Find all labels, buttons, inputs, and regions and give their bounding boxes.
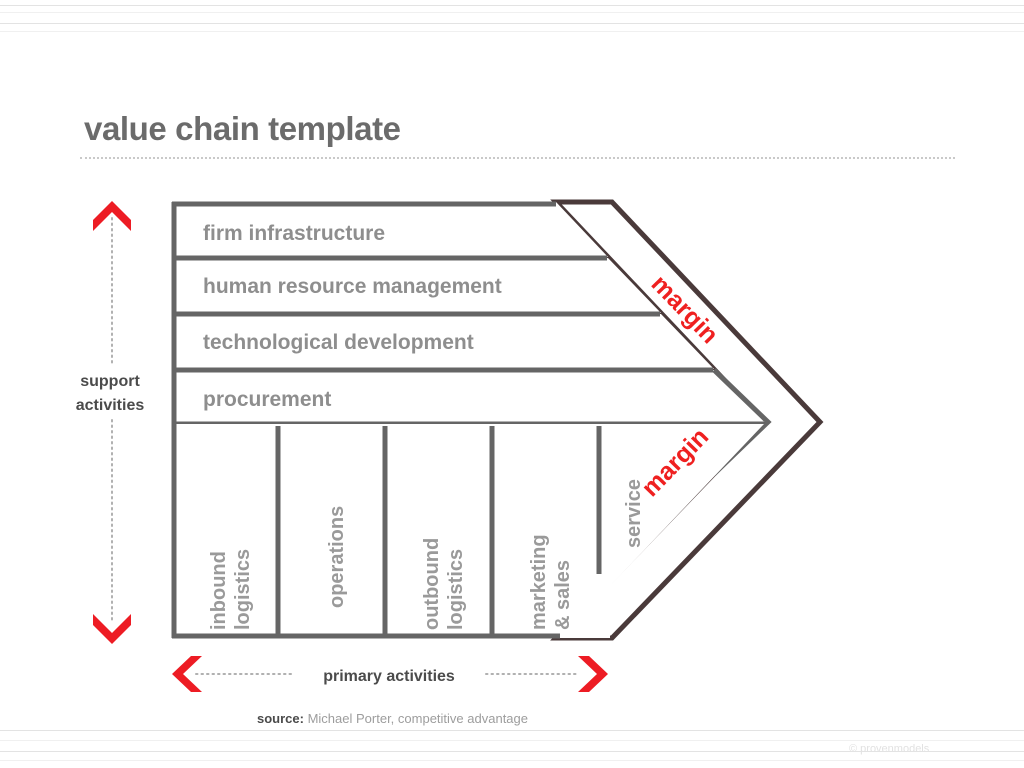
primary-label-0-line2: logistics bbox=[232, 549, 254, 630]
source-credit: source: Michael Porter, competitive adva… bbox=[257, 711, 528, 726]
support-activity-label-1: human resource management bbox=[203, 275, 502, 298]
support-activities-label-line1: support bbox=[80, 373, 140, 390]
bottom-rule-4 bbox=[0, 760, 1024, 761]
support-row-bg-3 bbox=[172, 370, 768, 422]
primary-activities-axis: primary activities bbox=[172, 656, 608, 692]
source-key: source: bbox=[257, 711, 304, 726]
primary-activities-group: inbound logistics operations outbound lo… bbox=[171, 424, 764, 639]
bottom-rule-1 bbox=[0, 730, 1024, 731]
bottom-rule-2 bbox=[0, 740, 1024, 741]
primary-activity-label-3: marketing & sales bbox=[528, 534, 574, 630]
support-activity-label-0: firm infrastructure bbox=[203, 222, 385, 245]
support-row-bg-1 bbox=[172, 258, 661, 313]
copyright-notice: © provenmodels bbox=[849, 743, 930, 755]
primary-label-3-line2: & sales bbox=[552, 560, 574, 630]
primary-activities-label: primary activities bbox=[323, 668, 455, 685]
arrow-down-icon bbox=[93, 614, 131, 644]
primary-label-1-line1: operations bbox=[326, 506, 348, 608]
support-row-bg-2 bbox=[172, 314, 714, 369]
support-activity-label-3: procurement bbox=[203, 388, 331, 411]
top-rule-4 bbox=[0, 31, 1024, 32]
primary-label-4-line1: service bbox=[623, 479, 645, 548]
top-rule-1 bbox=[0, 5, 1024, 6]
support-activities-axis: support activities bbox=[76, 201, 145, 644]
primary-activity-label-2: outbound logistics bbox=[421, 538, 467, 630]
support-activity-label-2: technological development bbox=[203, 331, 474, 354]
source-value: Michael Porter, competitive advantage bbox=[307, 711, 528, 726]
support-row-bg-0 bbox=[172, 202, 608, 257]
page-title: value chain template bbox=[84, 110, 401, 147]
top-rule-3 bbox=[0, 23, 1024, 24]
primary-activity-label-0: inbound logistics bbox=[208, 549, 254, 630]
arrow-left-icon bbox=[172, 656, 202, 692]
primary-label-2-line1: outbound bbox=[421, 538, 443, 630]
bottom-rule-3 bbox=[0, 751, 1024, 752]
arrow-right-icon bbox=[578, 656, 608, 692]
support-activities-label-line2: activities bbox=[76, 397, 145, 414]
primary-block-bg bbox=[172, 424, 764, 638]
primary-label-0-line1: inbound bbox=[208, 551, 230, 630]
primary-label-2-line2: logistics bbox=[445, 549, 467, 630]
arrow-up-icon bbox=[93, 201, 131, 231]
primary-activity-label-1: operations bbox=[326, 506, 348, 608]
primary-label-3-line1: marketing bbox=[528, 534, 550, 630]
primary-activity-label-4: service bbox=[623, 479, 645, 548]
title-underline-rule bbox=[80, 157, 955, 159]
top-rule-2 bbox=[0, 12, 1024, 13]
